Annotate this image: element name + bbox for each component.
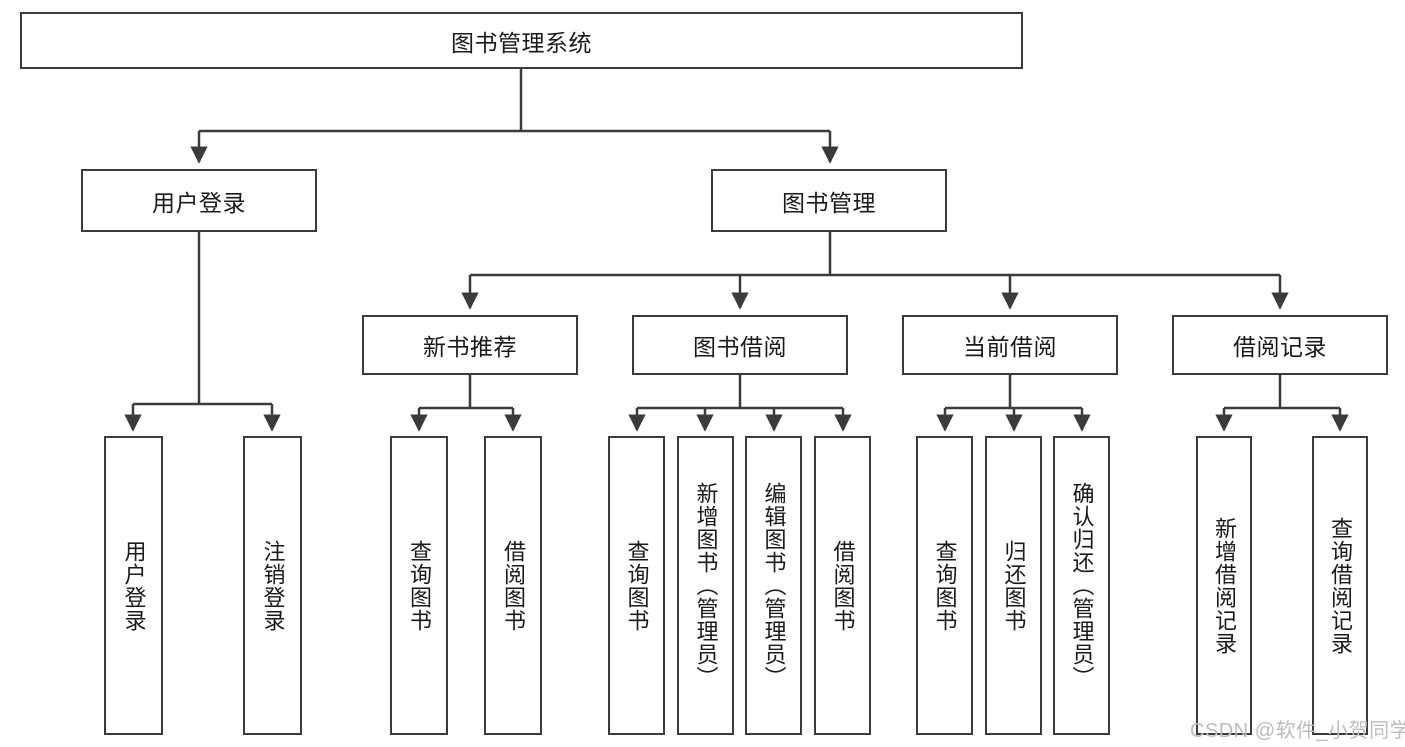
node-user-login[interactable]: 用户登录 [81, 169, 317, 232]
leaf-confirm-return-admin[interactable]: 确认归还（管理员） [1053, 436, 1110, 735]
leaf-label: 借阅图书 [500, 539, 526, 632]
node-book-management[interactable]: 图书管理 [711, 169, 947, 232]
leaf-return-book[interactable]: 归还图书 [985, 436, 1042, 735]
leaf-label: 注销登录 [260, 539, 286, 632]
leaf-label: 查询图书 [932, 539, 958, 632]
leaf-label: 新增图书（管理员） [693, 482, 719, 689]
leaf-label: 确认归还（管理员） [1069, 482, 1095, 689]
leaf-query-book-borrow[interactable]: 查询图书 [608, 436, 665, 735]
node-root[interactable]: 图书管理系统 [20, 12, 1023, 69]
leaf-label: 查询借阅记录 [1327, 516, 1353, 655]
node-new-book-recommend[interactable]: 新书推荐 [362, 315, 578, 375]
leaf-label: 归还图书 [1001, 539, 1027, 632]
leaf-edit-book-admin[interactable]: 编辑图书（管理员） [745, 436, 802, 735]
leaf-label: 用户登录 [121, 539, 147, 632]
csdn-watermark: CSDN @软件_小贺同学 [1190, 720, 1405, 742]
leaf-add-book-admin[interactable]: 新增图书（管理员） [677, 436, 734, 735]
leaf-logout[interactable]: 注销登录 [243, 436, 302, 735]
leaf-label: 新增借阅记录 [1211, 516, 1237, 655]
leaf-add-borrow-record[interactable]: 新增借阅记录 [1196, 436, 1252, 735]
leaf-label: 查询图书 [406, 539, 432, 632]
leaf-label: 查询图书 [624, 539, 650, 632]
leaf-query-book-recommend[interactable]: 查询图书 [390, 436, 448, 735]
node-current-borrow[interactable]: 当前借阅 [902, 315, 1118, 375]
node-book-borrow[interactable]: 图书借阅 [632, 315, 848, 375]
leaf-query-book-current[interactable]: 查询图书 [916, 436, 973, 735]
leaf-label: 借阅图书 [830, 539, 856, 632]
leaf-borrow-book[interactable]: 借阅图书 [814, 436, 871, 735]
leaf-label: 编辑图书（管理员） [761, 482, 787, 689]
leaf-borrow-book-recommend[interactable]: 借阅图书 [484, 436, 542, 735]
leaf-user-login[interactable]: 用户登录 [104, 436, 163, 735]
leaf-query-borrow-record[interactable]: 查询借阅记录 [1312, 436, 1368, 735]
node-borrow-records[interactable]: 借阅记录 [1172, 315, 1388, 375]
